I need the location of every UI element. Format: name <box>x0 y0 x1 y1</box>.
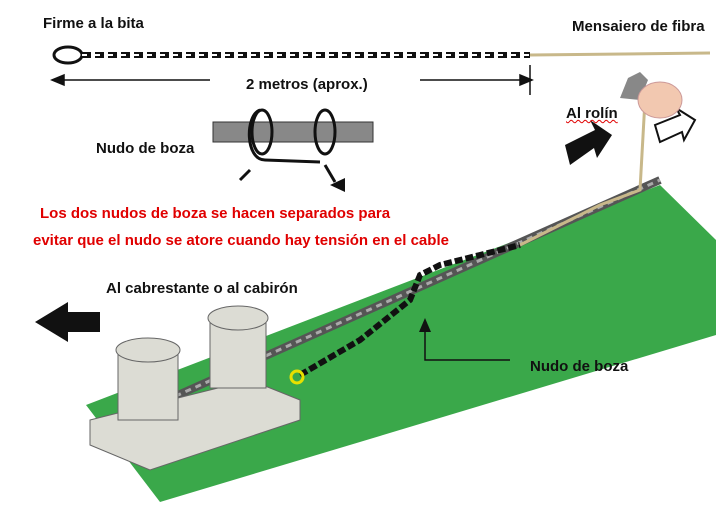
knot-detail <box>212 108 374 192</box>
note-line-1: Los dos nudos de boza se hacen separados… <box>40 205 391 222</box>
top-chain <box>52 45 711 65</box>
stopper-chain <box>298 242 521 378</box>
dimension-arrow <box>50 65 534 95</box>
label-to-roller: Al rolín <box>566 105 618 122</box>
bitt <box>89 305 301 471</box>
label-fiber-messenger: Mensaiero de fibra <box>572 18 705 35</box>
arrow-outline-icon <box>653 107 697 144</box>
hand-icon <box>620 72 683 119</box>
label-stopper-knot-top: Nudo de boza <box>96 140 195 157</box>
note-line-2: evitar que el nudo se atore cuando hay t… <box>33 232 449 249</box>
label-to-capstan: Al cabrestante o al cabirón <box>106 280 298 297</box>
arrow-left-icon <box>35 302 100 342</box>
label-stopper-knot-bottom: Nudo de boza <box>530 358 629 375</box>
pointer-line <box>424 330 510 361</box>
label-firm-bitt: Firme a la bita <box>43 15 144 32</box>
label-length: 2 metros (aprox.) <box>242 76 372 93</box>
arrow-right-icon <box>565 120 612 165</box>
to-roller-text: Al rolín <box>566 105 618 122</box>
